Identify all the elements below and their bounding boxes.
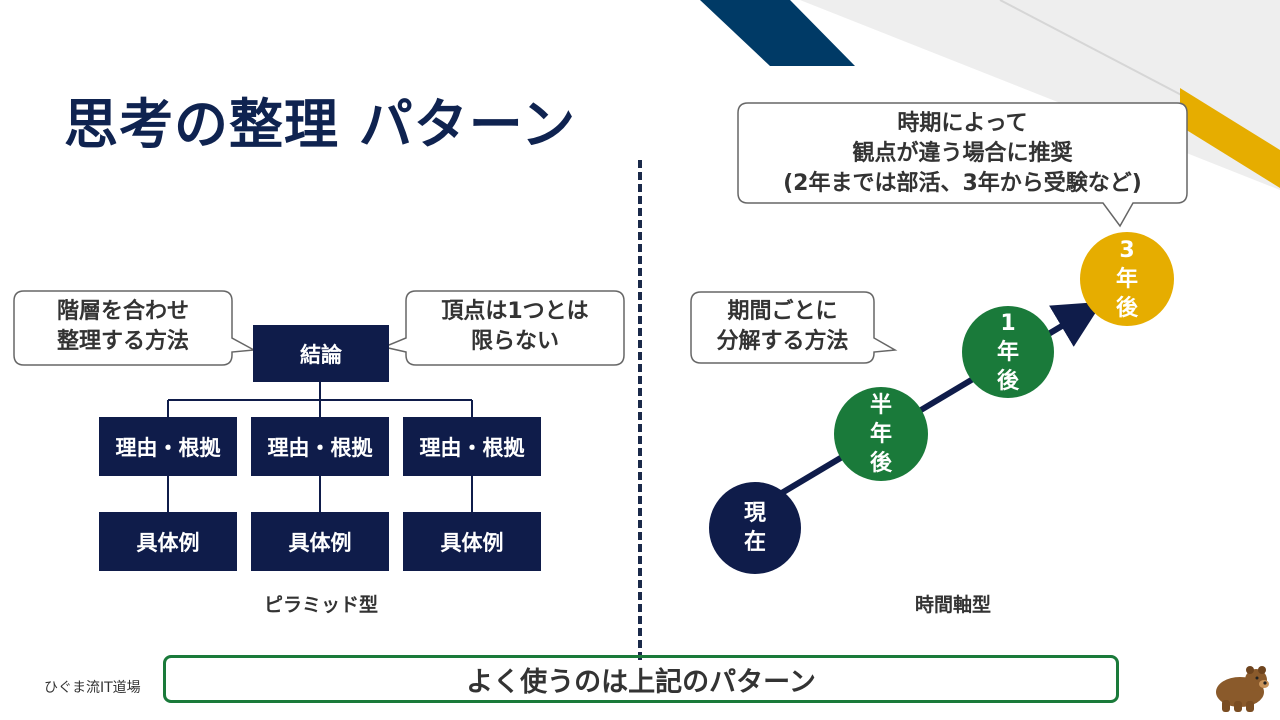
- callout-line: 階層を合わせ: [56, 299, 189, 324]
- stage-char: 年: [1115, 266, 1138, 292]
- callout-line: 観点が違う場合に推奨: [852, 141, 1073, 166]
- stage-char: 年: [869, 421, 892, 447]
- reason-box: 理由・根拠: [99, 417, 237, 476]
- reason-box: 理由・根拠: [403, 417, 541, 476]
- example-box: 具体例: [403, 512, 541, 571]
- callout-line: 整理する方法: [56, 329, 189, 354]
- gold-stripe: [1180, 88, 1280, 188]
- callout-bubble-right: [381, 290, 625, 366]
- stage-char: 後: [996, 368, 1019, 394]
- navy-stripe: [700, 0, 855, 66]
- callout-right-text: 頂点は1つとは 限らない: [406, 297, 624, 357]
- callout-top-text: 時期によって 観点が違う場合に推奨 (2年までは部活、3年から受験など): [738, 109, 1187, 199]
- gray-line: [999, 0, 1211, 111]
- timeline-caption: 時間軸型: [915, 594, 992, 616]
- callout-bubble-top: [737, 102, 1188, 228]
- callout-line: 頂点は1つとは: [441, 299, 589, 324]
- section-divider: [638, 160, 642, 660]
- stage-now-circle: 現 在: [709, 482, 801, 574]
- callout-line: 限らない: [470, 329, 559, 354]
- callout-bubble-mid: [690, 291, 898, 364]
- conclusion-box: 結論: [253, 325, 389, 382]
- summary-bar: よく使うのは上記のパターン: [163, 655, 1119, 703]
- callout-left-text: 階層を合わせ 整理する方法: [14, 297, 232, 357]
- stage-half-year-circle: 半 年 後: [834, 387, 928, 481]
- callout-line: (2年までは部活、3年から受験など): [783, 171, 1142, 196]
- stage-char: 後: [1115, 295, 1138, 321]
- stage-one-year-circle: 1 年 後: [962, 306, 1054, 398]
- callout-line: 時期によって: [897, 111, 1028, 136]
- callout-line: 分解する方法: [716, 329, 849, 354]
- example-box: 具体例: [251, 512, 389, 571]
- stage-char: 1: [1000, 310, 1016, 336]
- stage-char: 半: [869, 392, 892, 418]
- pyramid-caption: ピラミッド型: [264, 594, 379, 616]
- page-title: 思考の整理 パターン: [64, 93, 577, 156]
- stage-three-year-circle: 3 年 後: [1080, 232, 1174, 326]
- brand-name: ひぐま流IT道場: [44, 680, 141, 696]
- stage-char: 年: [996, 339, 1019, 365]
- reason-box: 理由・根拠: [251, 417, 389, 476]
- stage-char: 後: [869, 450, 892, 476]
- bear-icon: [1216, 666, 1269, 712]
- stage-char: 3: [1119, 237, 1135, 263]
- callout-bubble-left: [13, 290, 257, 366]
- stage-char: 在: [743, 530, 766, 555]
- example-box: 具体例: [99, 512, 237, 571]
- callout-mid-text: 期間ごとに 分解する方法: [691, 297, 874, 357]
- stage-char: 現: [743, 501, 766, 526]
- callout-line: 期間ごとに: [727, 299, 838, 324]
